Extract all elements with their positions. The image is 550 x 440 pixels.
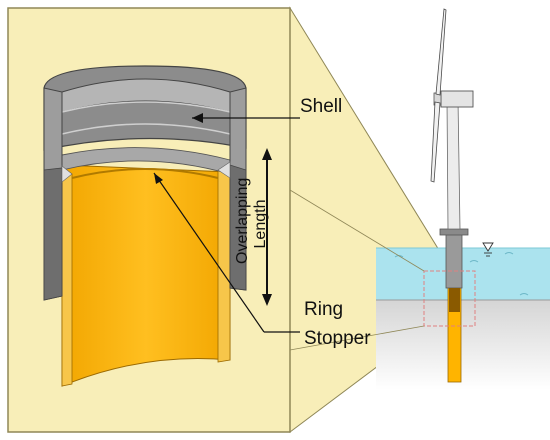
pile-top-rim — [71, 168, 219, 179]
water-level-marker — [482, 242, 494, 257]
turbine-tower — [446, 99, 461, 230]
shell-leader — [192, 113, 300, 123]
pile-cut-face-right — [217, 164, 231, 363]
pile-cutaway — [61, 164, 231, 387]
pile-cut-face-left — [61, 167, 73, 387]
shear-key-left — [61, 165, 73, 183]
grouted-connection-small — [449, 288, 460, 312]
label-overlapping-length: Overlapping Length — [233, 177, 273, 264]
label-ring: Ring — [304, 299, 344, 320]
turbine-blade-upper — [435, 8, 447, 96]
shell-inner-ridge-2 — [61, 123, 231, 135]
shell-inner-ridge-1 — [61, 101, 231, 113]
label-overlapping-line2: Length — [252, 199, 269, 249]
turbine-blade-lower — [430, 101, 441, 183]
turbine-nacelle — [440, 90, 474, 108]
transition-platform — [439, 228, 469, 236]
shear-key-right — [217, 161, 231, 179]
label-overlapping-line1: Overlapping — [234, 177, 251, 264]
transition-piece — [445, 229, 463, 289]
zoom-guide-line-bottom — [289, 325, 425, 351]
ring-stopper-leader — [153, 172, 300, 333]
shell-overlap-left — [43, 167, 63, 301]
overlapping-length-arrow — [262, 148, 272, 306]
offshore-scene — [376, 8, 550, 390]
sea-water — [376, 248, 550, 300]
label-stopper: Stopper — [304, 328, 371, 349]
zoom-detail-box — [423, 270, 476, 327]
label-shell: Shell — [300, 96, 343, 117]
shell-overlap-right — [229, 164, 247, 291]
seabed — [376, 300, 550, 390]
cutaway-connection — [43, 65, 247, 387]
zoom-guide-line — [289, 189, 425, 272]
